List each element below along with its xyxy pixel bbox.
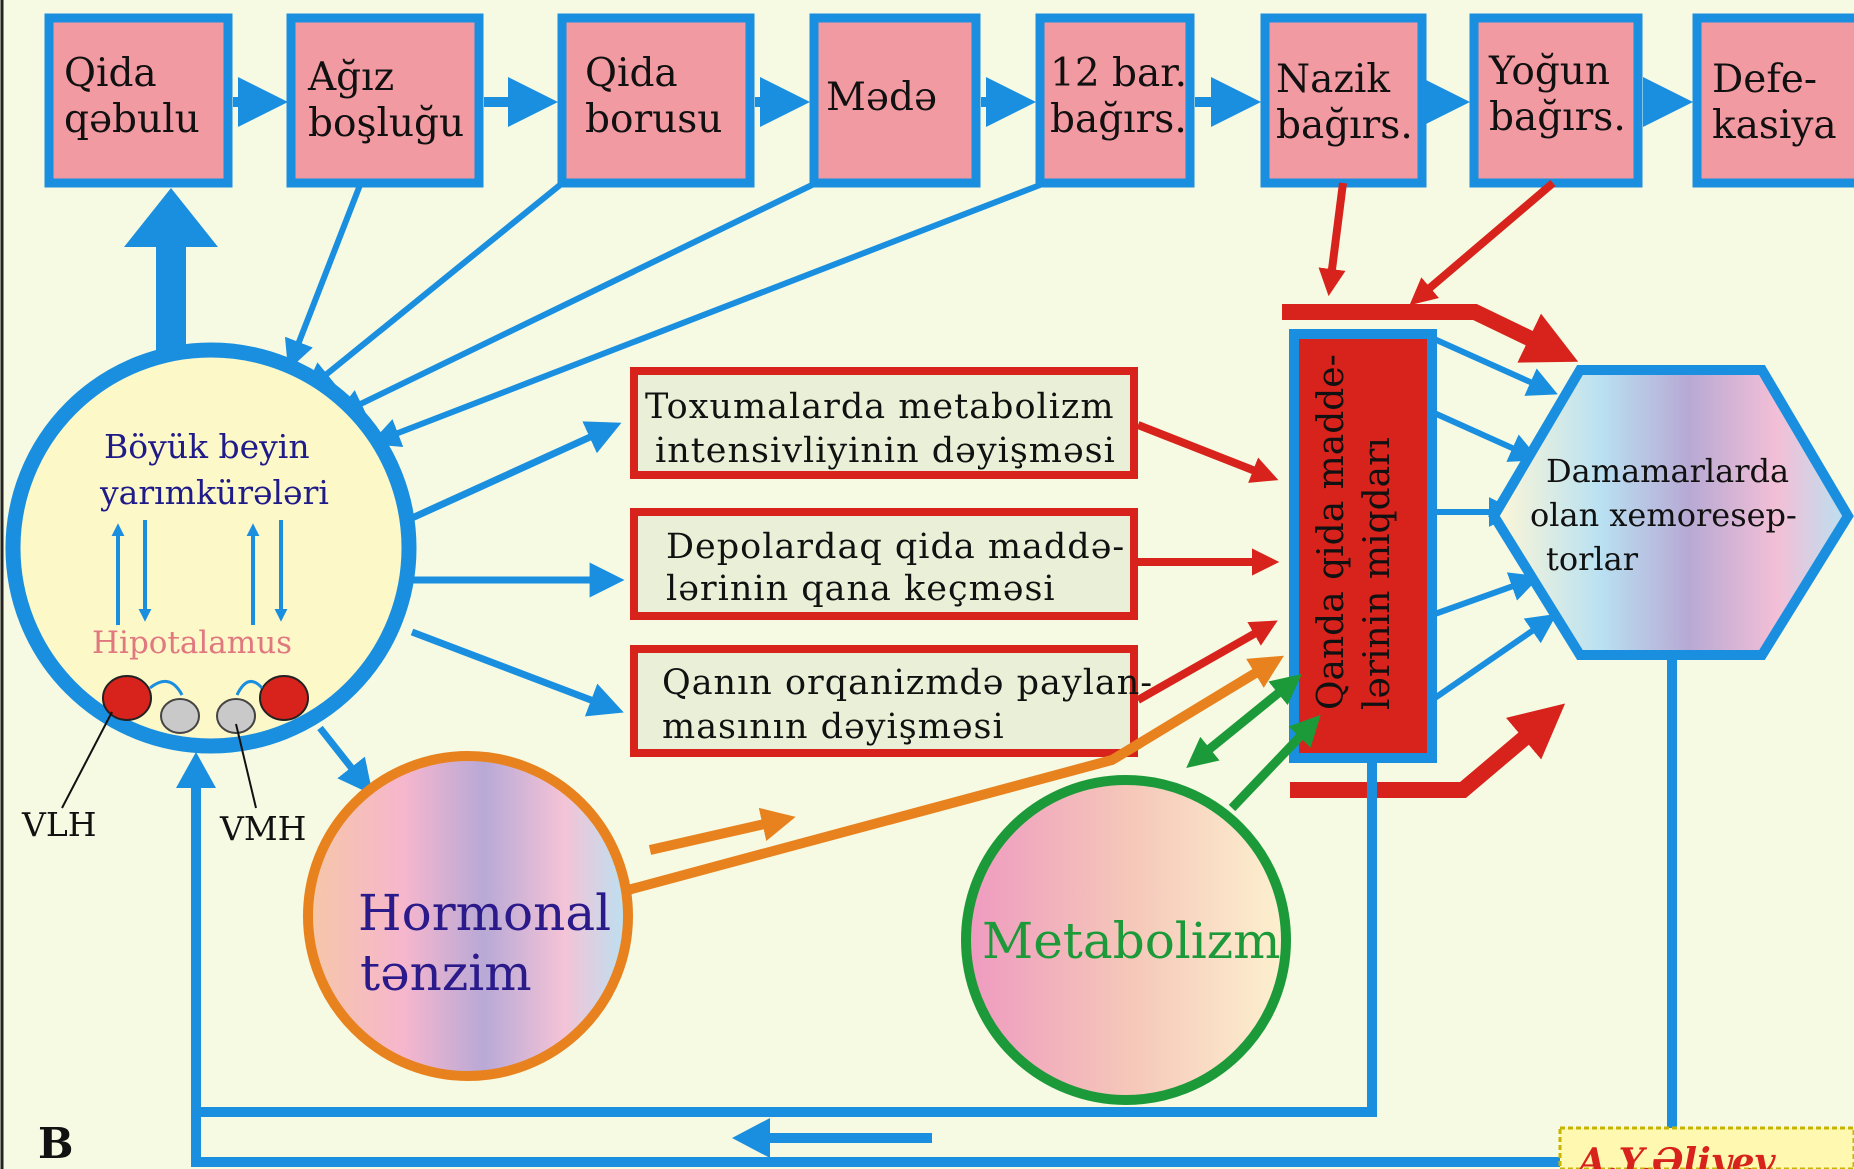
chain-box-label-1: Qida xyxy=(585,51,678,96)
brain-label-line2: yarımkürələri xyxy=(99,473,329,512)
blue-arrow xyxy=(1430,335,1558,396)
middle-box-blood-distribution: Qanın orqanizmdə paylan- masının dəyişmə… xyxy=(630,645,1153,757)
panel-label: B xyxy=(38,1119,74,1168)
hormonal-regulation-circle: Hormonal tənzim xyxy=(303,751,633,1081)
author-signature: A.Y.Əliyev xyxy=(1558,1126,1854,1169)
middle-box-line1: Depolardaq qida maddə- xyxy=(666,527,1125,567)
middle-boxes: Toxumalarda metabolizm intensivliyinin d… xyxy=(630,367,1153,757)
middle-box-line2: lərinin qana keçməsi xyxy=(666,569,1056,609)
chain-box-label-2: qəbulu xyxy=(64,97,200,142)
chain-box-label-1: Ağız xyxy=(307,55,394,100)
chain-box-defecation: Defe- kasiya xyxy=(1692,13,1854,188)
middle-box-line1: Qanın orqanizmdə paylan- xyxy=(662,663,1153,703)
chain-box-label-2: bağırs. xyxy=(1050,97,1187,142)
chain-box-label-1: 12 bar. xyxy=(1050,51,1187,96)
red-arrow-thick-top xyxy=(1282,304,1579,363)
blue-arrow xyxy=(1430,572,1541,618)
blood-column-line2: lərinin miqdarı xyxy=(1357,437,1398,710)
vlh-nucleus-right xyxy=(259,675,309,721)
chain-box-duodenum: 12 bar. bağırs. xyxy=(1035,13,1195,188)
metabolism-circle: Metabolizm xyxy=(961,775,1291,1105)
feedback-loop xyxy=(191,655,1677,1167)
chain-box-label-2: bağırs. xyxy=(1276,103,1413,148)
feedback-line-outer xyxy=(191,655,1677,1167)
chain-box-label-1: Mədə xyxy=(826,75,937,120)
feedback-arrowhead-up xyxy=(176,752,216,788)
blood-column-line1: Qanda qida madde- xyxy=(1311,354,1352,710)
afferent-arrow xyxy=(303,182,562,393)
afferent-arrow xyxy=(284,183,363,371)
blood-to-receptor-arrows xyxy=(1430,335,1558,703)
hormonal-line2: tənzim xyxy=(360,944,532,1002)
blue-arrow xyxy=(1430,613,1557,703)
green-arrow xyxy=(1228,714,1321,812)
chain-box-label-2: borusu xyxy=(585,97,722,142)
chain-box-label-1: Qida xyxy=(64,51,157,96)
chain-box-label-2: boşluğu xyxy=(308,101,464,146)
brain-hypothalamus-links xyxy=(111,520,288,625)
chain-box-large-intestine: Yoğun bağırs. xyxy=(1469,13,1643,188)
afferent-arrows xyxy=(284,182,1042,448)
chemoreceptor-hexagon: Damamarlarda olan xemoresep- torlar xyxy=(1488,365,1854,660)
blue-arrow xyxy=(1430,409,1540,462)
feedback-line-inner xyxy=(196,762,1377,1117)
hormonal-line1: Hormonal xyxy=(358,884,611,942)
chain-box-label-1: Nazik xyxy=(1276,57,1390,102)
middle-to-blood-arrows xyxy=(1136,421,1280,704)
efferent-arrow xyxy=(410,628,624,717)
middle-box-line2: masının dəyişməsi xyxy=(662,707,1005,747)
hexagon-line3: torlar xyxy=(1546,540,1639,578)
metabolism-label: Metabolizm xyxy=(982,912,1281,970)
chain-box-label-1: Defe- xyxy=(1712,57,1817,102)
green-arrow xyxy=(1186,674,1302,768)
signature-text: A.Y.Əliyev xyxy=(1575,1141,1777,1169)
feedback-arrow-left xyxy=(732,1118,932,1158)
efferent-arrow xyxy=(317,725,373,795)
vmh-label: VMH xyxy=(219,809,306,848)
efferent-arrows xyxy=(317,421,625,795)
metabolism-arrows xyxy=(1186,674,1321,812)
middle-box-line1: Toxumalarda metabolizm xyxy=(645,387,1115,427)
middle-box-metabolism-intensity: Toxumalarda metabolizm intensivliyinin d… xyxy=(630,367,1138,479)
red-arrow xyxy=(1318,182,1347,297)
efferent-arrow xyxy=(410,421,622,522)
afferent-arrow xyxy=(369,182,1042,448)
hypothalamus-nuclei xyxy=(102,675,309,734)
vmh-nucleus-left xyxy=(160,698,200,734)
chain-box-oral-cavity: Ağız boşluğu xyxy=(286,13,484,188)
red-arrow-thick-bottom xyxy=(1290,703,1566,798)
vlh-pointer xyxy=(61,711,113,809)
brain-circle: Böyük beyin yarımkürələri Hipotalamus xyxy=(5,342,417,754)
hypothalamus-label: Hipotalamus xyxy=(92,625,292,661)
chain-box-label-2: bağırs. xyxy=(1489,95,1626,140)
chain-box-food-intake: Qida qəbulu xyxy=(44,13,233,188)
hexagon-line2: olan xemoresep- xyxy=(1530,496,1797,534)
intestine-red-arrows xyxy=(1282,179,1579,798)
chain-box-small-intestine: Nazik bağırs. xyxy=(1260,13,1427,188)
middle-box-depot-release: Depolardaq qida maddə- lərinin qana keçm… xyxy=(630,508,1138,620)
chain-box-esophagus: Qida borusu xyxy=(557,13,755,188)
chain-box-label-2: kasiya xyxy=(1712,103,1837,148)
red-arrow xyxy=(1136,421,1279,483)
brain-label-line1: Böyük beyin xyxy=(104,427,310,466)
chain-box-label-1: Yoğun xyxy=(1488,49,1610,94)
blood-nutrients-column: Qanda qida madde- lərinin miqdarı xyxy=(1289,329,1437,763)
vmh-nucleus-right xyxy=(216,698,256,734)
middle-box-line2: intensivliyinin dəyişməsi xyxy=(655,431,1116,471)
vmh-pointer xyxy=(235,723,257,809)
afferent-arrow xyxy=(334,182,814,418)
red-arrow xyxy=(1409,179,1556,306)
vlh-nucleus-left xyxy=(102,675,152,721)
vlh-label: VLH xyxy=(21,805,97,844)
red-arrow xyxy=(1136,620,1278,704)
orange-arrow xyxy=(648,807,796,855)
chain-box-stomach: Mədə xyxy=(809,13,981,188)
top-chain: Qida qəbulu Ağız boşluğu Qida borusu Məd… xyxy=(44,13,1854,188)
hexagon-line1: Damamarlarda xyxy=(1546,452,1789,490)
